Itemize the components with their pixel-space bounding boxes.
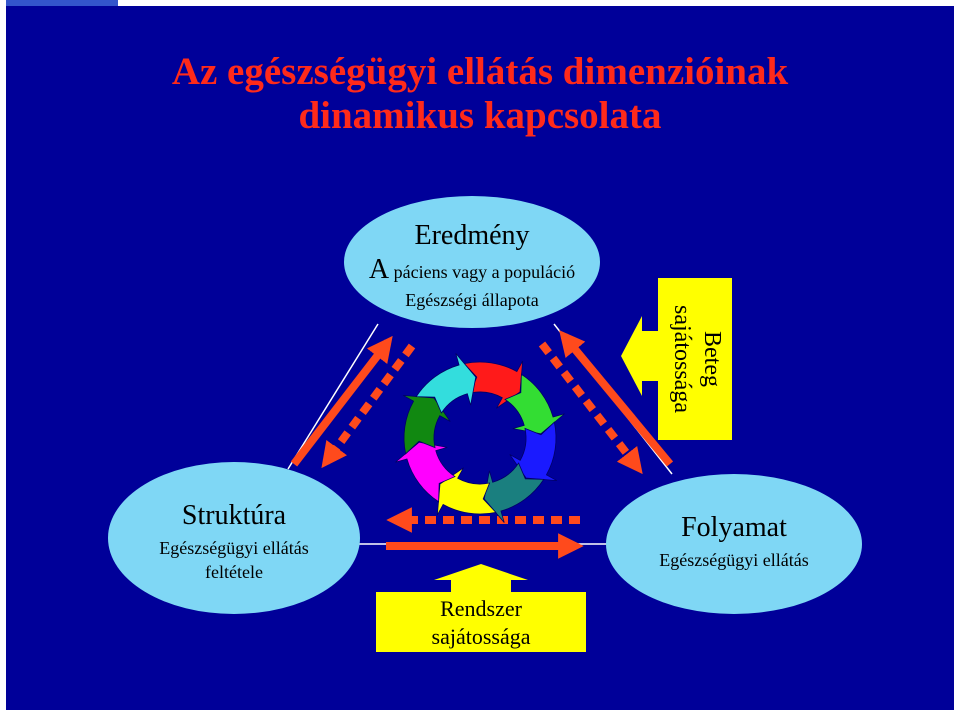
result-ellipse xyxy=(344,196,600,328)
cycle-arrow-segment xyxy=(402,394,451,455)
structure-line-1: Egészségügyi ellátás xyxy=(159,538,308,558)
result-big-letter: A xyxy=(369,254,390,285)
cycle-arrow-segment xyxy=(395,441,456,503)
process-ellipse xyxy=(606,474,862,614)
slide: Az egészségügyi ellátás dimenzióinak din… xyxy=(6,6,954,710)
patient-callout: Beteg sajátossága xyxy=(621,278,732,440)
slide-title: Az egészségügyi ellátás dimenzióinak din… xyxy=(6,50,954,138)
patient-callout-line-2: sajátossága xyxy=(669,305,695,413)
cycle-arrow-segment xyxy=(483,462,545,523)
result-node: Eredmény A páciens vagy a populáció Egés… xyxy=(344,196,600,328)
system-callout-line-1: Rendszer xyxy=(440,596,523,621)
patient-callout-line-1: Beteg xyxy=(699,331,725,387)
result-line-2: Egészségi állapota xyxy=(405,290,538,310)
cycle-arrow-segment xyxy=(415,353,477,414)
structure-line-2: feltétele xyxy=(205,562,263,582)
system-callout: Rendszer sajátossága xyxy=(376,564,586,652)
cycle-arrow-segment xyxy=(463,360,524,409)
patient-callout-box xyxy=(658,278,732,440)
arrow-result-to-structure-dashed xyxy=(321,343,416,469)
result-heading: Eredmény xyxy=(414,220,529,251)
patient-callout-arrow xyxy=(621,316,660,396)
process-node: Folyamat Egészségügyi ellátás xyxy=(606,474,862,614)
top-accent-bar xyxy=(6,0,118,6)
structure-ellipse xyxy=(108,462,360,614)
result-line-1-rest: páciens vagy a populáció xyxy=(394,262,575,282)
system-callout-box xyxy=(376,592,586,652)
system-callout-line-2: sajátossága xyxy=(432,624,531,649)
process-line-1: Egészségügyi ellátás xyxy=(659,550,808,570)
relation-arrows xyxy=(290,330,674,559)
structure-heading: Struktúra xyxy=(182,500,287,531)
title-line-1: Az egészségügyi ellátás dimenzióinak xyxy=(171,50,789,93)
structure-node: Struktúra Egészségügyi ellátás feltétele xyxy=(108,462,360,614)
connector-result-structure xyxy=(287,323,379,470)
cycle-arrow-segment xyxy=(509,421,558,482)
arrow-structure-to-result xyxy=(290,335,393,467)
cycle-arrow-segment xyxy=(504,373,565,435)
process-heading: Folyamat xyxy=(681,512,787,543)
result-line-1: A páciens vagy a populáció xyxy=(369,254,575,285)
cycle-arrows xyxy=(395,353,565,523)
cycle-arrow-segment xyxy=(436,467,497,516)
system-callout-arrow xyxy=(434,564,528,594)
arrow-result-to-process-dashed xyxy=(538,341,643,475)
title-line-2: dinamikus kapcsolata xyxy=(298,94,662,137)
arrow-process-to-result xyxy=(559,330,674,467)
diagram: Eredmény A páciens vagy a populáció Egés… xyxy=(108,196,862,652)
